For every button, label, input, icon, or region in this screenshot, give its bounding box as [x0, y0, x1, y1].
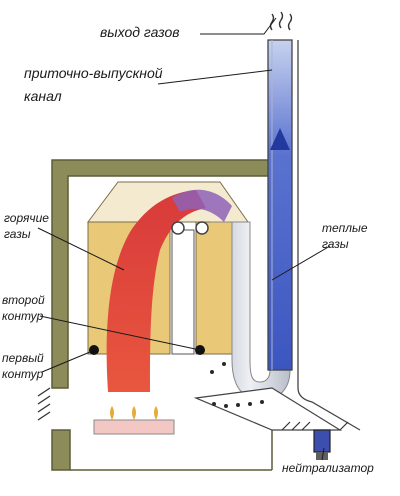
neutralizer-bottom [316, 452, 328, 460]
neutralizer-box [313, 429, 331, 453]
label-gas-outlet: выход газов [100, 24, 180, 40]
burner-flames [110, 406, 158, 420]
label-first-circuit-1: первый [2, 351, 44, 365]
ring-left [171, 221, 185, 235]
condensate-tray [193, 387, 343, 431]
gas-crossover-arc [172, 189, 232, 222]
flow-up-arrow [270, 128, 290, 150]
boiler-base [51, 429, 71, 471]
label-hot-gases-1: горячие [4, 211, 49, 225]
outer-right-wall [297, 40, 361, 431]
exhaust-smoke [269, 11, 293, 31]
label-warm-gases-2: газы [322, 237, 349, 251]
label-hot-gases-2: газы [4, 227, 31, 241]
label-second-circuit-2: контур [2, 309, 44, 323]
first-circuit-dot [89, 345, 99, 355]
burner [93, 419, 175, 435]
base-floor-line [70, 430, 273, 471]
label-warm-gases-1: теплые [322, 221, 368, 235]
central-partition [171, 229, 195, 355]
label-first-circuit-2: контур [2, 367, 44, 381]
bottom-hatching [281, 421, 349, 431]
label-intake-exhaust-channel-2: канал [24, 88, 62, 104]
condensate-drops [210, 362, 264, 408]
label-intake-exhaust-channel-1: приточно-выпускной [24, 65, 163, 81]
label-neutralizer: нейтрализатор [282, 461, 374, 475]
pointer-lines [37, 17, 331, 461]
ring-right [195, 221, 209, 235]
label-second-circuit-1: второй [2, 293, 45, 307]
hot-gases-flame [106, 190, 206, 392]
air-inlet-grill [37, 387, 51, 421]
